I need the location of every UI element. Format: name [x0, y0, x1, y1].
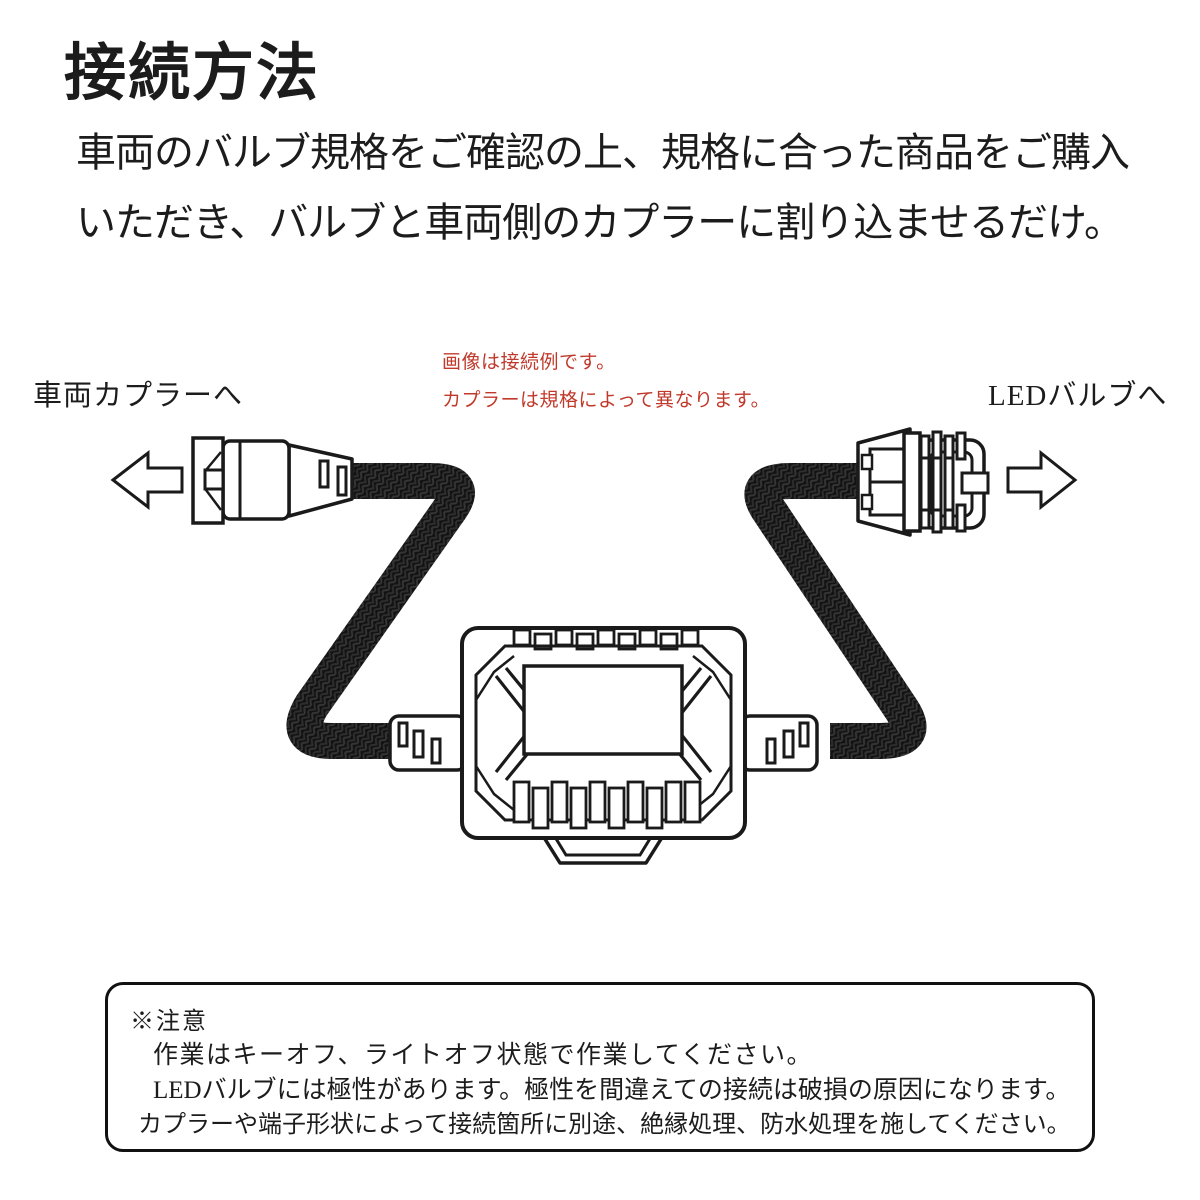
- caution-heading: ※注意: [130, 1009, 208, 1035]
- left-arrow-icon: [110, 449, 184, 511]
- caution-item: カプラーや端子形状によって接続箇所に別途、絶縁処理、防水処理を施してください。: [138, 1112, 1071, 1138]
- caution-box: ※注意 作業はキーオフ、ライトオフ状態で作業してください。 LEDバルブには極性…: [105, 982, 1095, 1152]
- led-bulb-label: LEDバルブへ: [988, 380, 1168, 412]
- intro-text: 車両のバルブ規格をご確認の上、規格に合った商品をご購入 いただき、バルブと車両側…: [76, 118, 1156, 258]
- intro-line-2: いただき、バルブと車両側のカプラーに割り込ませるだけ。: [76, 200, 1124, 245]
- decoder-box-icon: [388, 626, 819, 865]
- red-caption-line-2: カプラーは規格によって異なります。: [442, 390, 771, 411]
- red-caption-line-1: 画像は接続例です。: [442, 352, 616, 373]
- red-caption: 画像は接続例です。 カプラーは規格によって異なります。: [442, 344, 770, 420]
- page-title: 接続方法: [64, 40, 321, 108]
- intro-line-1: 車両のバルブ規格をご確認の上、規格に合った商品をご購入: [76, 130, 1130, 175]
- cable-right-icon: [744, 463, 927, 759]
- right-arrow-icon: [1006, 449, 1078, 511]
- led-connector-icon: [856, 427, 990, 537]
- vehicle-coupler-label: 車両カプラーへ: [33, 380, 244, 412]
- caution-item: 作業はキーオフ、ライトオフ状態で作業してください。: [153, 1042, 814, 1069]
- vehicle-coupler-icon: [191, 436, 354, 525]
- cable-left-icon: [286, 463, 475, 759]
- caution-item: LEDバルブには極性があります。極性を間違えての接続は破損の原因になります。: [153, 1077, 1071, 1104]
